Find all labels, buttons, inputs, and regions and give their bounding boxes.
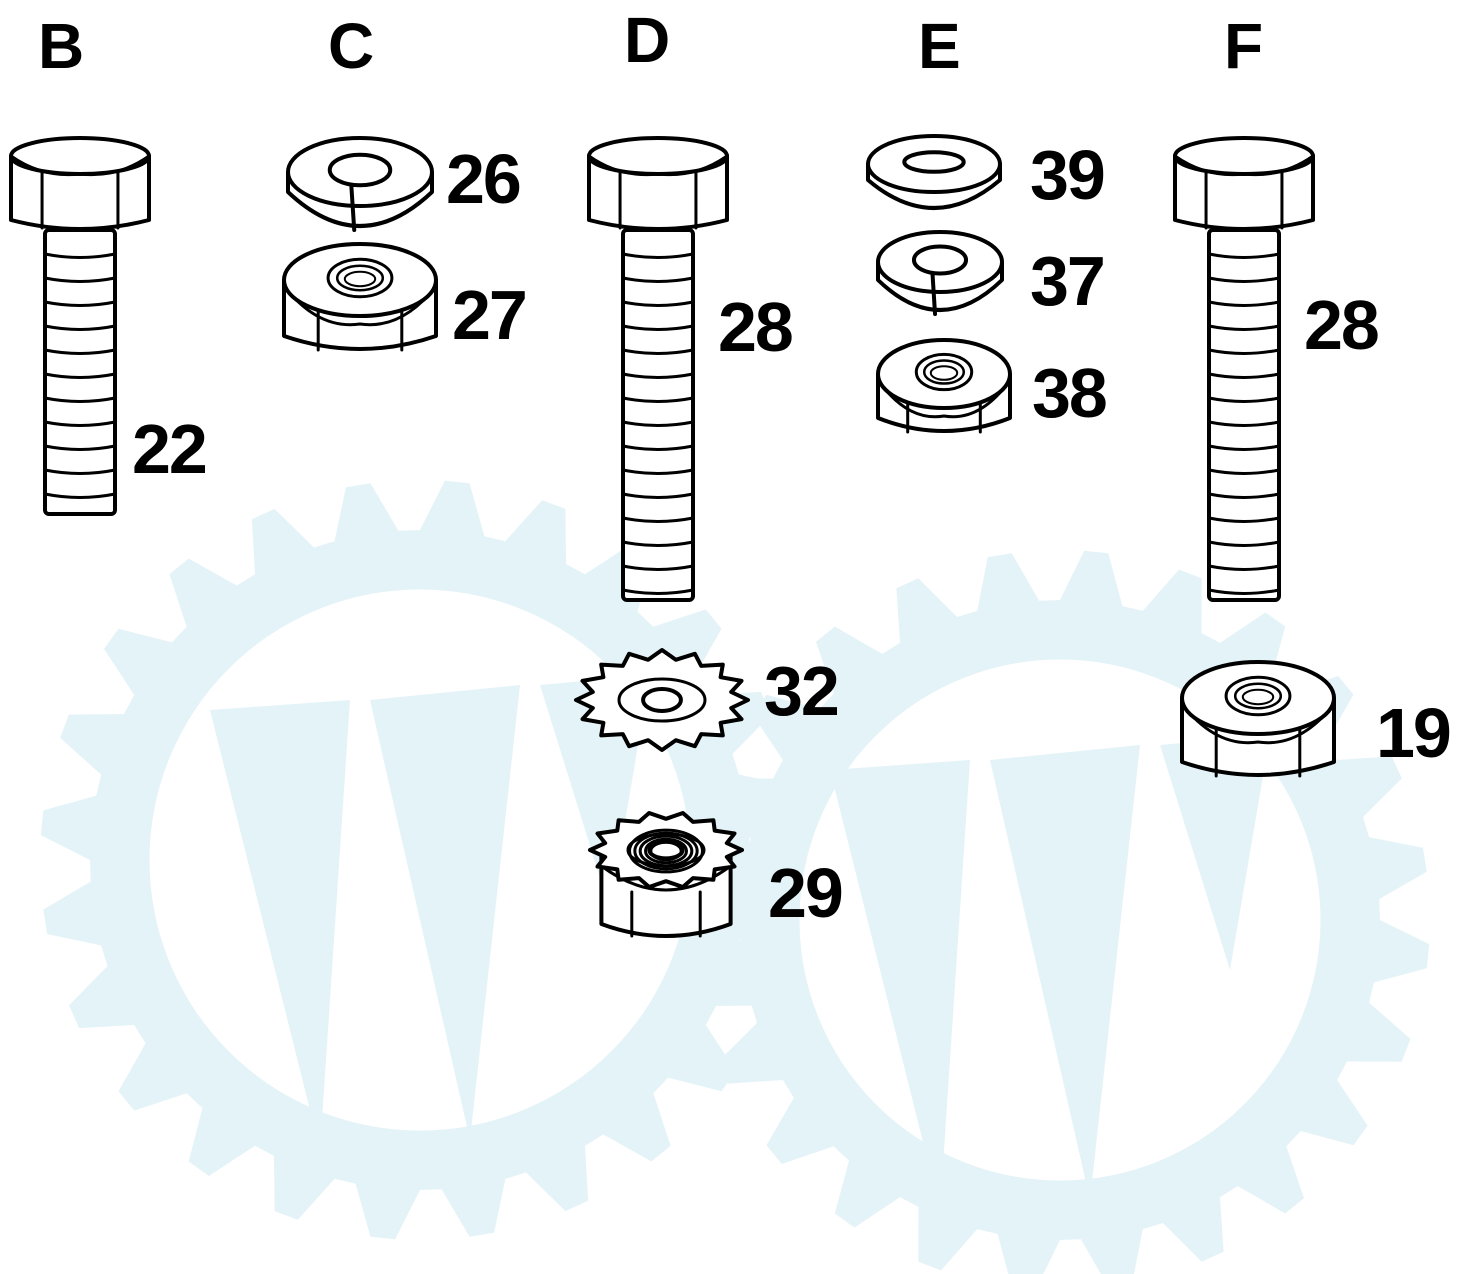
part-number-38: 38 [1032,354,1108,432]
part-number-28-f: 28 [1304,286,1380,364]
column-label-b: B [38,10,85,82]
column-label-f: F [1224,10,1264,82]
hex-nut-27 [282,242,438,352]
part-number-19: 19 [1376,694,1452,772]
hex-nut-38 [876,338,1012,434]
part-number-26: 26 [446,140,522,218]
part-number-39: 39 [1030,136,1106,214]
column-label-e: E [918,10,961,82]
part-number-22: 22 [132,410,208,488]
column-label-c: C [328,10,375,82]
part-number-29: 29 [768,854,844,932]
part-number-28-d: 28 [718,288,794,366]
star-washer-32 [574,648,750,752]
flat-washer-39 [866,134,1002,210]
part-number-27: 27 [452,276,528,354]
hex-nut-19 [1180,660,1336,778]
hex-bolt-28-f [1173,136,1315,602]
hex-bolt-28-d [587,136,729,602]
lock-washer-26 [286,136,434,232]
part-number-37: 37 [1030,242,1106,320]
kep-nut-29 [588,811,744,938]
hex-bolt-22 [9,136,151,516]
column-label-d: D [624,4,671,76]
lock-washer-37 [876,230,1004,316]
part-number-32: 32 [764,652,840,730]
